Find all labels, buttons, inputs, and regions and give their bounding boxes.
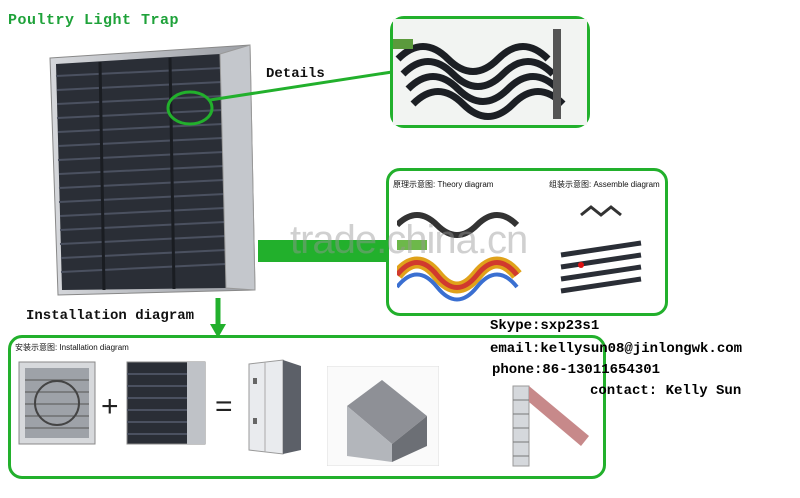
- louver-closeup-image: [393, 19, 587, 125]
- assembled-unit-image: [248, 359, 301, 455]
- details-label: Details: [266, 66, 325, 82]
- email-text: email:kellysun08@jinlongwk.com: [490, 341, 743, 357]
- installation-label: Installation diagram: [26, 308, 195, 324]
- skype-text: Skype:sxp23s1: [490, 318, 600, 334]
- assemble-caption: 组装示意图: Assemble diagram: [549, 180, 660, 189]
- light-trap-product-image: [49, 44, 256, 296]
- page-title: Poultry Light Trap: [8, 12, 180, 29]
- theory-assemble-panel: 原理示意图: Theory diagram 组装示意图: Assemble di…: [386, 168, 668, 316]
- theory-caption: 原理示意图: Theory diagram: [393, 180, 494, 189]
- installation-caption: 安装示意图: Installation diagram: [15, 343, 129, 352]
- plus-operator: +: [101, 390, 119, 423]
- details-panel: [390, 16, 590, 128]
- roof-assembly-image: [327, 366, 439, 466]
- installation-panel: 安装示意图: Installation diagram + =: [8, 335, 606, 479]
- roof-assembly-side-image: [512, 385, 589, 467]
- phone-text: phone:86-13011654301: [492, 362, 661, 378]
- contact-text: contact: Kelly Sun: [590, 383, 742, 399]
- theory-diagram-image: [397, 212, 522, 302]
- light-trap-install-image: [126, 361, 206, 445]
- watermark: trade.china.cn: [290, 218, 528, 262]
- exhaust-fan-image: [18, 361, 96, 445]
- assemble-diagram-image: [560, 205, 642, 294]
- equals-operator: =: [215, 390, 233, 423]
